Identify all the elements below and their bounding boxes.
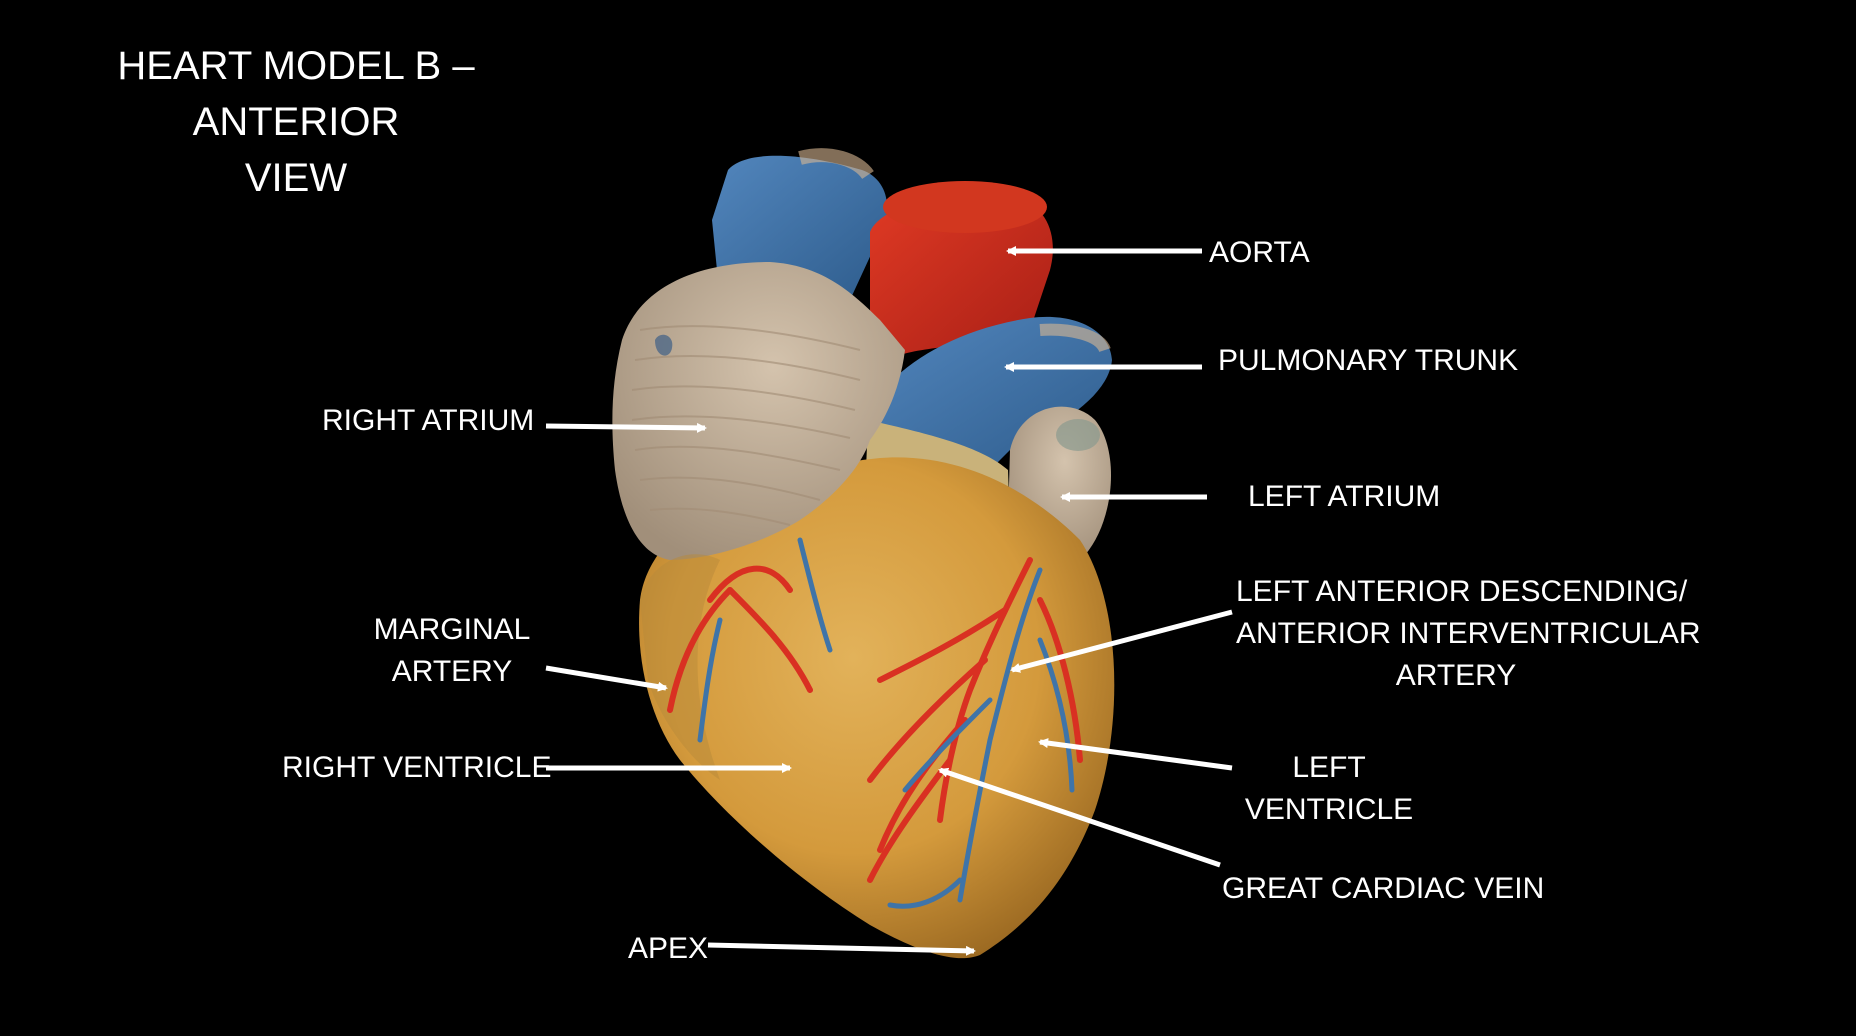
coronary-veins (697, 537, 1075, 909)
right-atrium-shape (612, 262, 905, 560)
arrow-marginal-artery (545, 665, 668, 692)
page-title: HEART MODEL B – ANTERIOR VIEW (12, 38, 580, 206)
label-pulmonary-trunk: PULMONARY TRUNK (1218, 344, 1519, 377)
label-marginal-line-2: ARTERY (391, 655, 513, 688)
label-left-ventricle-line-2: VENTRICLE (1244, 793, 1414, 826)
arrow-apex (707, 942, 976, 956)
label-great-cardiac-vein: GREAT CARDIAC VEIN (1222, 872, 1545, 905)
label-lad-line-2: ANTERIOR INTERVENTRICULAR (1236, 617, 1701, 650)
pointer-arrows (545, 246, 1233, 956)
label-lad: LEFT ANTERIOR DESCENDING/ ANTERIOR INTER… (1236, 571, 1701, 697)
arrow-left-ventricle (1038, 738, 1233, 771)
label-apex: APEX (628, 932, 709, 965)
label-left-atrium: LEFT ATRIUM (1248, 480, 1441, 513)
coronary-arteries (667, 557, 1083, 883)
title-line-1: HEART MODEL B – ANTERIOR (117, 44, 475, 144)
label-lad-line-1: LEFT ANTERIOR DESCENDING/ (1236, 575, 1688, 608)
label-marginal-line-1: MARGINAL (373, 613, 531, 646)
label-left-ventricle: LEFT VENTRICLE (1236, 747, 1422, 831)
label-marginal-artery: MARGINAL ARTERY (362, 609, 542, 693)
aorta-shape (870, 192, 1053, 355)
arrow-right-atrium (545, 422, 707, 433)
title-line-2: VIEW (244, 156, 348, 200)
label-aorta: AORTA (1209, 236, 1310, 269)
label-right-atrium: RIGHT ATRIUM (322, 404, 535, 437)
ventricles-shape (639, 457, 1115, 959)
label-lad-line-3: ARTERY (1395, 659, 1517, 692)
arrow-great-cardiac-vein (938, 767, 1221, 868)
pulmonary-trunk-shape (870, 316, 1112, 470)
label-right-ventricle: RIGHT VENTRICLE (282, 751, 552, 784)
arrow-lad (1010, 609, 1233, 673)
label-left-ventricle-line-1: LEFT (1292, 751, 1366, 784)
